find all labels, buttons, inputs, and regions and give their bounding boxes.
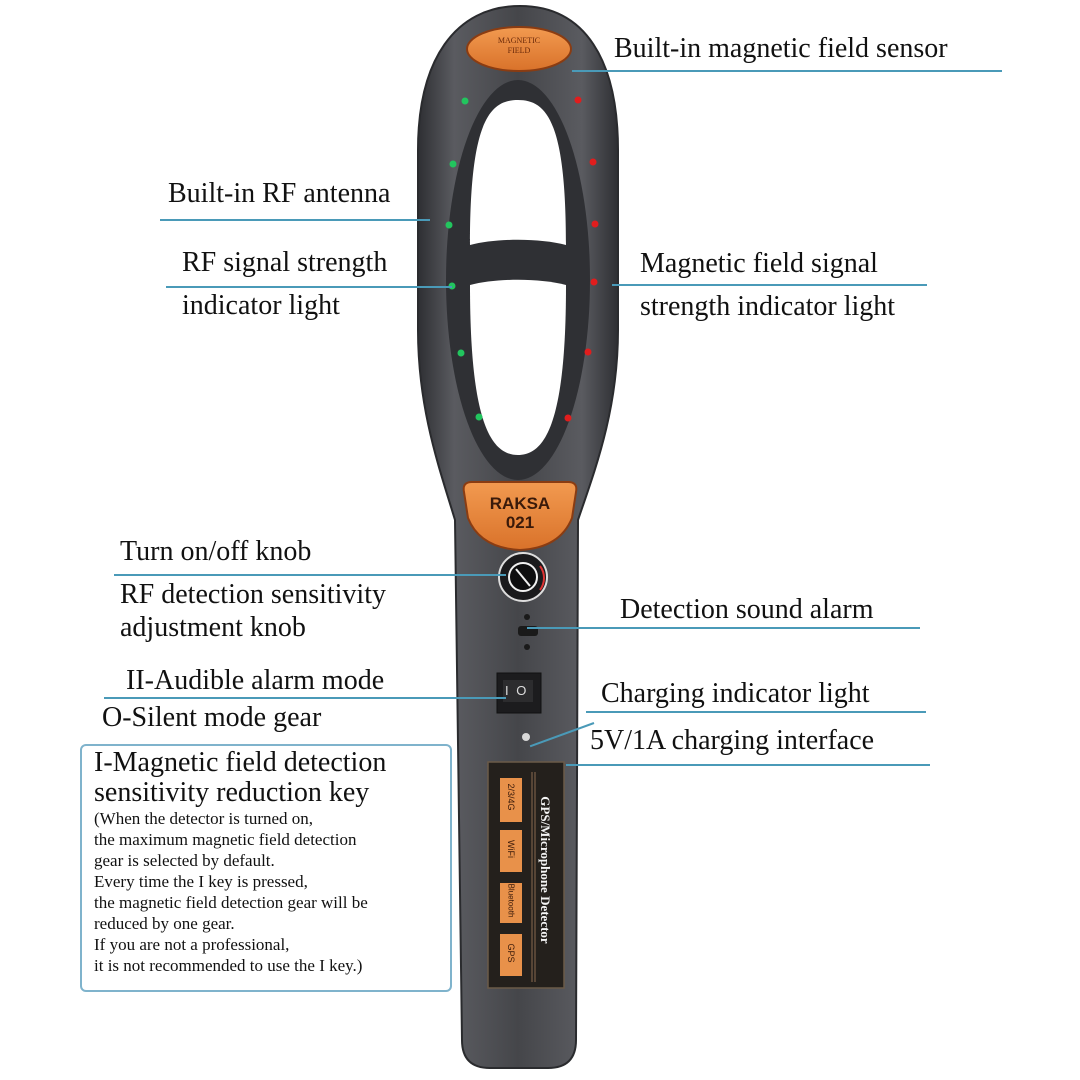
leader-charge-port	[566, 764, 930, 766]
label-audible-mode: II-Audible alarm mode	[126, 665, 385, 696]
charging-led	[522, 733, 530, 741]
note-line: gear is selected by default.	[94, 851, 275, 870]
top-badge-text: MAGNETIC FIELD	[480, 36, 558, 56]
leader-power-knob	[114, 574, 506, 576]
brand-badge-text: RAKSA 021	[470, 494, 570, 532]
panel-title: GPS/Microphone Detector	[538, 796, 553, 944]
top-badge-line2: FIELD	[507, 46, 531, 55]
leader-rf-signal	[166, 286, 452, 288]
label-magnetic-sensor: Built-in magnetic field sensor	[614, 33, 948, 64]
note-title-1: I-Magnetic field detection	[94, 747, 387, 778]
top-badge-line1: MAGNETIC	[497, 36, 541, 45]
brand-model: 021	[505, 513, 535, 532]
note-line: If you are not a professional,	[94, 935, 290, 954]
note-line: Every time the I key is pressed,	[94, 872, 308, 891]
leader-mode-switch	[104, 697, 506, 699]
switch-symbols: I O	[505, 683, 529, 698]
label-rf-sens-2: adjustment knob	[120, 612, 306, 643]
label-power-knob: Turn on/off knob	[120, 536, 312, 567]
rf-leds	[445, 97, 483, 421]
panel-tag-gps: GPS	[506, 943, 516, 963]
label-rf-sens-1: RF detection sensitivity	[120, 579, 386, 610]
leader-sound-alarm	[527, 627, 920, 629]
leader-magnetic-sensor	[572, 70, 1002, 72]
label-silent-mode: O-Silent mode gear	[102, 702, 322, 733]
label-rf-signal-1: RF signal strength	[182, 247, 388, 278]
leader-mag-signal	[612, 284, 927, 286]
label-sound-alarm: Detection sound alarm	[620, 594, 874, 625]
label-rf-signal-2: indicator light	[182, 290, 340, 321]
note-line: (When the detector is turned on,	[94, 809, 314, 828]
note-title-2: sensitivity reduction key	[94, 777, 370, 808]
label-charge-port: 5V/1A charging interface	[590, 725, 875, 756]
leader-charge-light	[586, 711, 926, 713]
magnetic-leds	[564, 96, 599, 422]
magnetic-field-badge	[466, 26, 572, 72]
label-rf-antenna: Built-in RF antenna	[168, 178, 391, 209]
note-line: the maximum magnetic field detection	[94, 830, 357, 849]
label-mag-signal-1: Magnetic field signal	[640, 248, 878, 279]
brand-badge	[462, 481, 578, 552]
label-mag-signal-2: strength indicator light	[640, 291, 896, 322]
label-charge-light: Charging indicator light	[601, 678, 870, 709]
note-line: the magnetic field detection gear will b…	[94, 893, 368, 912]
note-line: reduced by one gear.	[94, 914, 235, 933]
window-lower	[470, 279, 566, 455]
brand-name: RAKSA	[489, 494, 551, 513]
window-upper	[470, 100, 566, 245]
note-line: it is not recommended to use the I key.)	[94, 956, 363, 975]
sensitivity-key-note: I-Magnetic field detection sensitivity r…	[80, 744, 452, 992]
leader-rf-antenna	[160, 219, 430, 221]
